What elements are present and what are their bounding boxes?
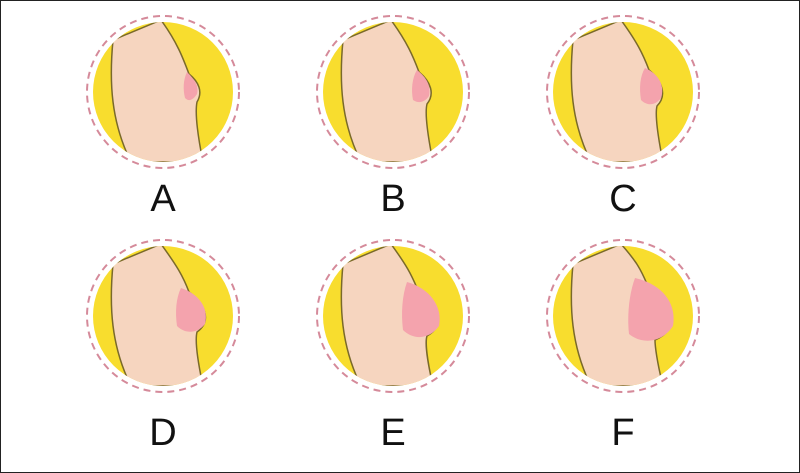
illustration-e bbox=[313, 236, 473, 396]
profile-icon-c bbox=[546, 15, 700, 169]
label-d: D bbox=[149, 412, 177, 454]
profile-icon-f bbox=[546, 239, 700, 393]
label-a: A bbox=[150, 178, 176, 220]
illustration-c bbox=[543, 12, 703, 172]
illustration-b bbox=[313, 12, 473, 172]
label-f: F bbox=[611, 412, 635, 454]
profile-icon-d bbox=[86, 239, 240, 393]
label-b: B bbox=[380, 178, 406, 220]
label-e: E bbox=[380, 412, 406, 454]
illustration-f bbox=[543, 236, 703, 396]
profile-icon-a bbox=[86, 15, 240, 169]
profile-icon-b bbox=[316, 15, 470, 169]
profile-icon-e bbox=[316, 239, 470, 393]
illustration-a bbox=[83, 12, 243, 172]
label-c: C bbox=[609, 178, 637, 220]
illustration-d bbox=[83, 236, 243, 396]
